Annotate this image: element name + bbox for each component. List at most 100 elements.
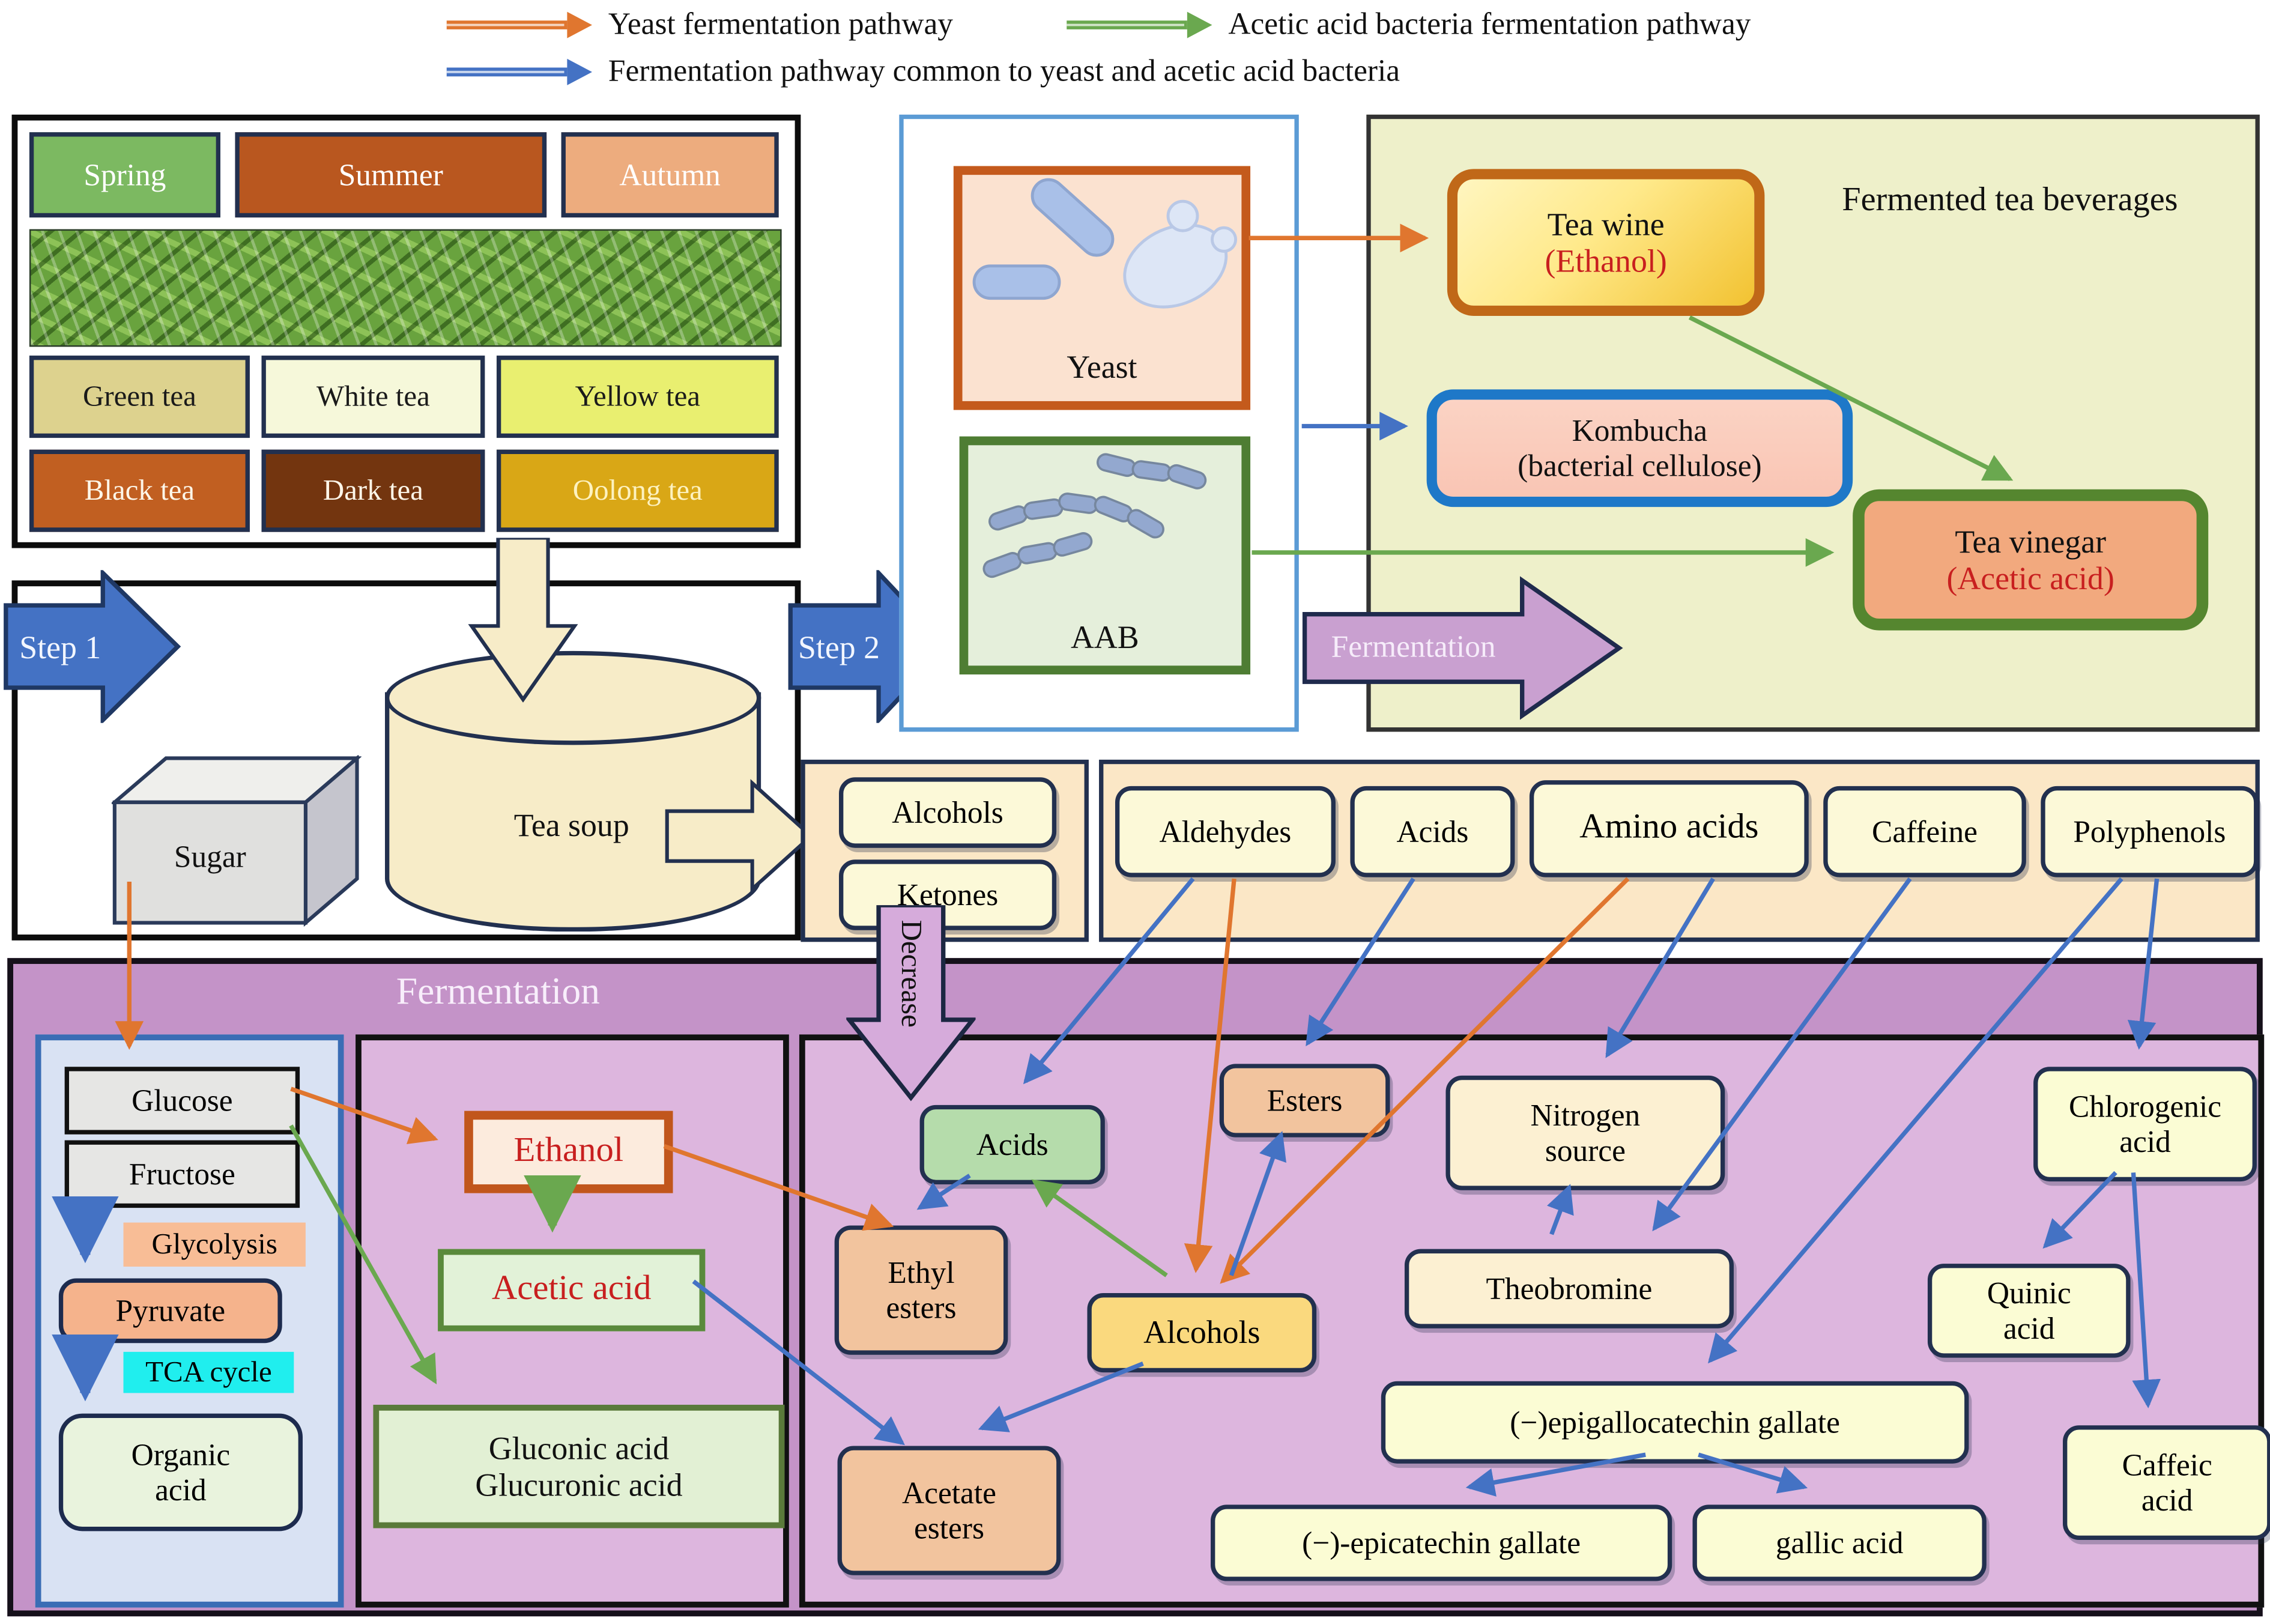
caffeine-label: Caffeine: [1872, 814, 1978, 849]
glycolysis-text: Glycolysis: [151, 1228, 277, 1260]
quinic-line2: acid: [2003, 1310, 2055, 1347]
season-summer-label: Summer: [338, 157, 443, 193]
tea-type-oolong-label: Oolong tea: [572, 474, 703, 506]
gluconic-line2: Glucuronic acid: [475, 1466, 683, 1503]
acids-top-label: Acids: [1396, 814, 1469, 849]
decrease-label: Decrease: [894, 920, 927, 1028]
ethyl-esters-box: Ethyl esters: [834, 1225, 1008, 1355]
aldehydes-box: Aldehydes: [1115, 786, 1336, 877]
season-spring-label: Spring: [83, 157, 166, 193]
nitrogen-line1: Nitrogen: [1530, 1097, 1641, 1133]
tca-step-label: TCA cycle: [123, 1351, 294, 1393]
sugar-cube: [111, 755, 362, 927]
aab-label: AAB: [1070, 619, 1139, 656]
polyphenols-label: Polyphenols: [2073, 814, 2226, 849]
acetate-esters-line2: esters: [913, 1510, 984, 1546]
tea-wine-line2: (Ethanol): [1545, 242, 1667, 279]
alcohols-product-box: Alcohols: [1087, 1293, 1317, 1373]
gallic-acid-box: gallic acid: [1692, 1504, 1987, 1581]
tea-soup-cylinder-top: [385, 650, 761, 745]
esters-box: Esters: [1219, 1064, 1390, 1138]
theobromine-label: Theobromine: [1486, 1271, 1653, 1306]
season-autumn-label: Autumn: [619, 157, 721, 193]
acids-product-box: Acids: [919, 1104, 1105, 1184]
tea-source-panel: Spring Summer Autumn Green tea White tea…: [11, 114, 801, 548]
esters-label: Esters: [1267, 1082, 1343, 1118]
polyphenols-box: Polyphenols: [2041, 786, 2259, 877]
caffeic-line1: Caffeic: [2122, 1447, 2212, 1483]
unchanged-volatiles-panel: Alcohols Ketones: [801, 759, 1089, 942]
legend-aab-label: Acetic acid bacteria fermentation pathwa…: [1228, 5, 1751, 41]
legend: Yeast fermentation pathway Acetic acid b…: [0, 0, 2270, 106]
caffeic-acid-box: Caffeic acid: [2063, 1425, 2270, 1541]
nitrogen-line2: source: [1545, 1133, 1626, 1169]
ecg-label: (−)-epicatechin gallate: [1302, 1525, 1581, 1561]
ethyl-esters-line2: esters: [886, 1290, 957, 1326]
season-summer: Summer: [235, 132, 547, 218]
step1-arrow: [4, 570, 181, 723]
tea-vinegar-line2: (Acetic acid): [1946, 560, 2114, 597]
chlorogenic-line1: Chlorogenic: [2069, 1088, 2222, 1124]
tea-type-black-label: Black tea: [84, 474, 195, 506]
acetic-acid-box: Acetic acid: [438, 1249, 706, 1332]
products-panel: Acids Esters Ethyl esters Alcohols Aceta…: [799, 1034, 2270, 1608]
tea-type-dark-label: Dark tea: [322, 474, 423, 506]
organic-acid-label: Organic acid: [131, 1437, 231, 1508]
kombucha-line2: (bacterial cellulose): [1518, 448, 1762, 483]
tea-type-dark: Dark tea: [261, 449, 485, 532]
glucose-box: Glucose: [64, 1067, 300, 1135]
amino-acids-box: Amino acids: [1529, 780, 1809, 877]
tea-wine-line1: Tea wine: [1547, 205, 1665, 242]
fructose-label: Fructose: [129, 1156, 235, 1192]
kombucha-box: Kombucha (bacterial cellulose): [1426, 389, 1853, 507]
tea-type-white-label: White tea: [316, 380, 430, 413]
fermentation-block-arrow-label: Fermentation: [1331, 629, 1496, 664]
ecg-box: (−)-epicatechin gallate: [1210, 1504, 1672, 1581]
legend-yeast-label: Yeast fermentation pathway: [608, 5, 953, 41]
ketones-box: Ketones: [839, 859, 1057, 930]
acids-top-box: Acids: [1350, 786, 1515, 877]
acetate-esters-box: Acetate esters: [837, 1446, 1061, 1575]
aab-bacteria-icon: [982, 453, 1207, 578]
ethyl-esters-line1: Ethyl: [888, 1255, 955, 1290]
nitrogen-source-box: Nitrogen source: [1445, 1075, 1725, 1190]
pyruvate-box: Pyruvate: [58, 1278, 282, 1344]
acetate-esters-line1: Acetate: [902, 1475, 996, 1510]
tea-type-green-label: Green tea: [83, 380, 196, 413]
gluconic-line1: Gluconic acid: [488, 1429, 670, 1466]
yeast-box: Yeast: [953, 166, 1251, 410]
fermentation-block-arrow: [1302, 576, 1623, 720]
glycolysis-step-label: Glycolysis: [123, 1222, 306, 1267]
gallic-acid-label: gallic acid: [1775, 1525, 1904, 1561]
legend-aab-arrow-icon: [1067, 11, 1212, 38]
egcg-box: (−)epigallocatechin gallate: [1381, 1381, 1969, 1464]
organic-acid-box: Organic acid: [58, 1413, 303, 1532]
glycolysis-panel: Glucose Fructose Glycolysis Pyruvate TCA…: [35, 1034, 344, 1608]
kombucha-line1: Kombucha: [1572, 413, 1708, 448]
egcg-label: (−)epigallocatechin gallate: [1510, 1404, 1840, 1440]
ethanol-box: Ethanol: [464, 1110, 673, 1193]
tea-vinegar-line1: Tea vinegar: [1955, 523, 2107, 560]
tea-to-soup-arrow-icon: [468, 538, 578, 703]
constituents-panel: Aldehydes Acids Amino acids Caffeine Pol…: [1099, 759, 2260, 942]
ethanol-label: Ethanol: [513, 1132, 624, 1170]
tea-soup-label: Tea soup: [513, 807, 629, 844]
tea-type-oolong: Oolong tea: [496, 449, 779, 532]
step1-label: Step 1: [19, 629, 101, 666]
ethanol-panel: Ethanol Acetic acid Gluconic acid Glucur…: [356, 1034, 789, 1608]
fermentation-panel: Fermentation Glucose Fructose Glycolysis…: [7, 958, 2270, 1617]
tea-leaves-image: [29, 229, 782, 347]
season-autumn: Autumn: [561, 132, 779, 218]
tea-type-green: Green tea: [29, 356, 250, 438]
fructose-box: Fructose: [64, 1140, 300, 1208]
tea-wine-box: Tea wine (Ethanol): [1447, 169, 1765, 317]
tea-type-white: White tea: [261, 356, 485, 438]
tea-vinegar-box: Tea vinegar (Acetic acid): [1853, 489, 2209, 631]
aldehydes-label: Aldehydes: [1159, 814, 1292, 849]
alcohols-top-label: Alcohols: [892, 795, 1003, 831]
beverages-title: Fermented tea beverages: [1842, 180, 2178, 218]
gluconic-acid-box: Gluconic acid Glucuronic acid: [373, 1404, 785, 1529]
quinic-acid-box: Quinic acid: [1927, 1264, 2131, 1358]
fermentation-title: Fermentation: [396, 969, 600, 1013]
